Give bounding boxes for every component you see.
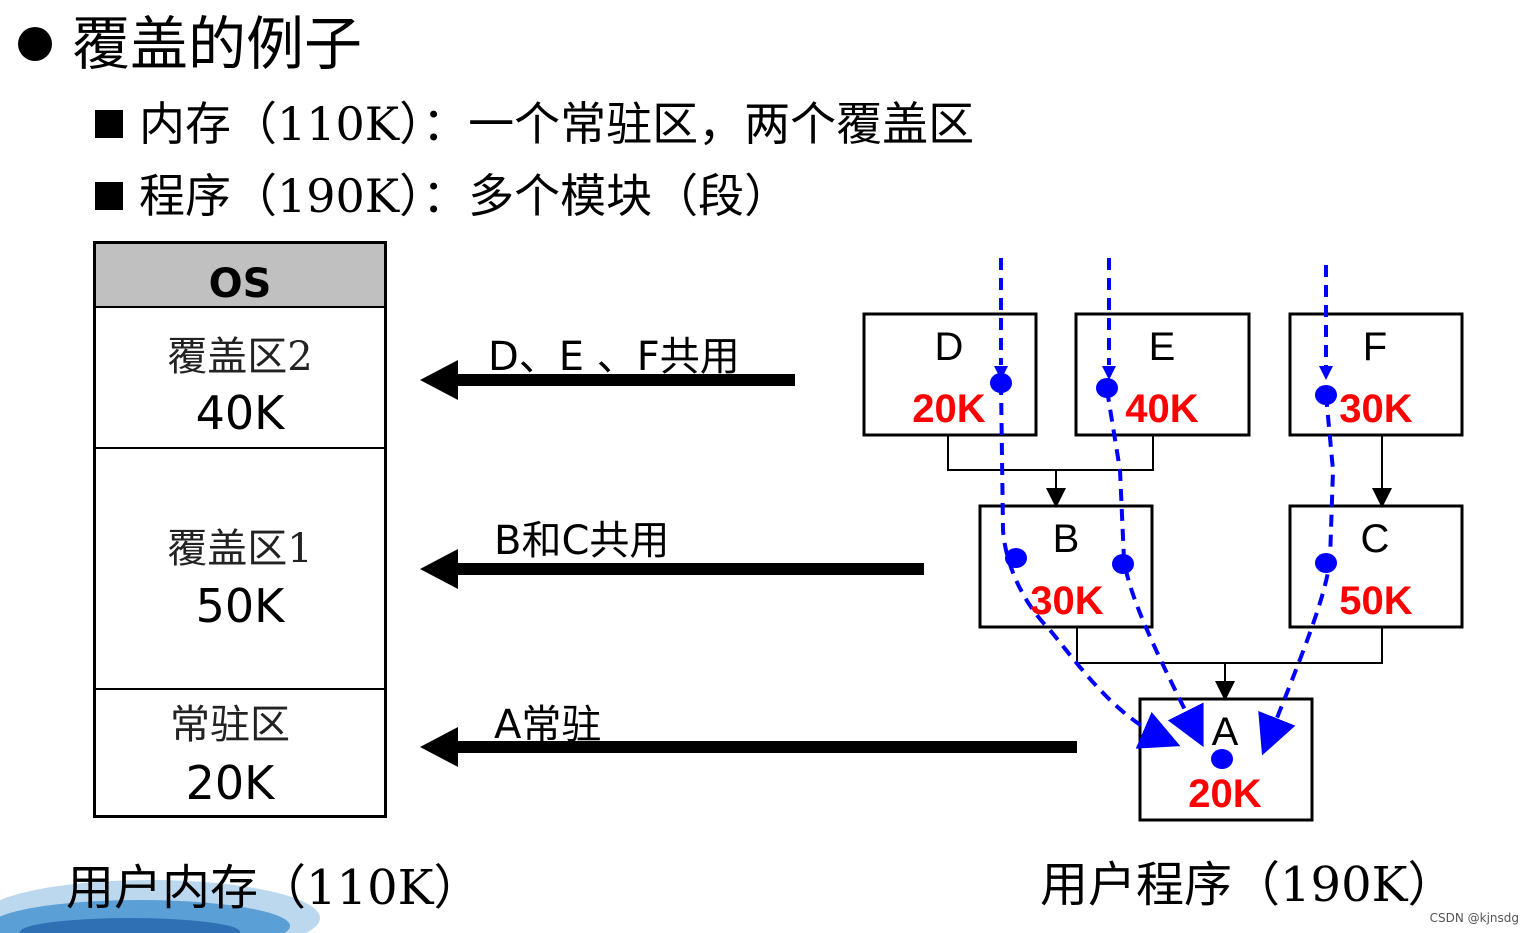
call-arrowhead-f	[1319, 366, 1333, 380]
arrow-label-bc: B和C共用	[494, 518, 670, 564]
arrow-overlay1	[420, 549, 924, 589]
entry-dot-f	[1315, 385, 1337, 405]
module-box-d	[862, 312, 1038, 437]
module-size-f: 30K	[1339, 387, 1412, 431]
caption-user-program: 用户程序（190K）	[1040, 857, 1456, 913]
call-path-e-b	[1105, 389, 1204, 748]
tree-connectors	[947, 435, 1392, 701]
bullet-program-text: 程序（190K）：多个模块（段）	[139, 169, 791, 223]
call-path-d-b	[999, 382, 1181, 749]
entry-dot-d	[990, 373, 1012, 393]
overlay1-label: 覆盖区1	[167, 526, 313, 572]
decorative-swoosh	[0, 880, 320, 933]
bullet-dot-icon	[18, 27, 52, 61]
square-bullet-icon	[95, 182, 123, 210]
call-arrowhead-e	[1102, 366, 1116, 380]
square-bullet-icon	[95, 110, 123, 138]
bullet-memory-text: 内存（110K）：一个常驻区，两个覆盖区	[139, 97, 975, 151]
watermark-credit: CSDN @kjnsdg	[1429, 911, 1519, 925]
resident-size: 20K	[185, 756, 275, 810]
module-name-c: C	[1361, 517, 1390, 561]
arrow-resident	[420, 727, 1077, 767]
resident-label: 常驻区	[170, 702, 290, 748]
module-box-e	[1074, 312, 1251, 437]
module-size-b: 30K	[1030, 579, 1103, 623]
page-title: 覆盖的例子	[72, 10, 363, 78]
arrow-label-a: A常驻	[494, 702, 602, 748]
memory-layout: OS 覆盖区2 40K 覆盖区1 50K 常驻区 20K	[93, 241, 387, 818]
os-region: OS	[96, 244, 384, 308]
arrow-overlay2	[420, 360, 795, 400]
entry-dot-a	[1211, 749, 1233, 769]
entry-dot-e	[1096, 378, 1118, 398]
overlay2-label: 覆盖区2	[167, 334, 313, 380]
entry-dot-b2	[1112, 554, 1134, 574]
title-row: 覆盖的例子	[18, 8, 362, 80]
divider	[96, 447, 384, 449]
arrow-label-def: D、E 、F共用	[488, 334, 740, 380]
module-size-c: 50K	[1339, 579, 1412, 623]
overlay1-size: 50K	[195, 579, 285, 633]
divider	[96, 688, 384, 690]
bullet-memory: 内存（110K）：一个常驻区，两个覆盖区	[95, 96, 974, 152]
entry-dots	[990, 373, 1337, 769]
module-size-a: 20K	[1188, 772, 1261, 816]
entry-dot-b1	[1005, 548, 1027, 568]
caption-user-memory: 用户内存（110K）	[66, 860, 482, 916]
entry-dot-c	[1315, 553, 1337, 573]
module-name-a: A	[1212, 710, 1239, 754]
bullet-program: 程序（190K）：多个模块（段）	[95, 168, 790, 224]
module-size-d: 20K	[912, 387, 985, 431]
module-name-b: B	[1053, 517, 1080, 561]
module-name-d: D	[935, 325, 964, 369]
module-box-f	[1288, 312, 1464, 437]
module-size-e: 40K	[1125, 387, 1198, 431]
module-name-e: E	[1149, 325, 1176, 369]
overlay2-size: 40K	[195, 386, 285, 440]
module-name-f: F	[1363, 325, 1387, 369]
